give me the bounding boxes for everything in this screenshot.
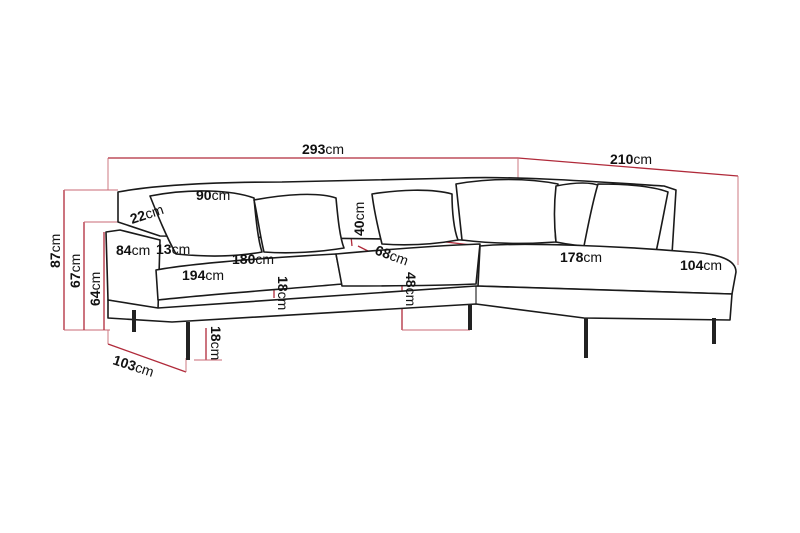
label-arm-depth: 84cm xyxy=(116,242,150,258)
label-total-width: 293cm xyxy=(302,141,344,157)
leg-1 xyxy=(132,310,136,332)
dim-line-210 xyxy=(517,157,739,177)
label-arm-width: 13cm xyxy=(156,241,190,257)
back-cushion-2 xyxy=(253,193,345,254)
label-seat-depth: 68cm xyxy=(373,242,411,269)
back-cushion-1 xyxy=(149,190,263,257)
label-back-cushion-height: 40cm xyxy=(351,202,367,236)
label-sofa-width: 194cm xyxy=(182,267,224,283)
chaise-cushion xyxy=(477,243,737,295)
dim-line-103 xyxy=(107,343,187,373)
label-seat-width: 180cm xyxy=(232,251,274,267)
leg-5 xyxy=(712,318,716,344)
dimension-labels: 293cm 210cm 87cm 67cm 64cm 103cm 22cm 90… xyxy=(47,141,722,380)
back-cushion-4 xyxy=(455,178,559,245)
back-cushion-3 xyxy=(371,189,459,246)
label-chaise-depth: 210cm xyxy=(610,151,652,167)
label-seat-depth-total: 103cm xyxy=(111,352,156,380)
sofa-drawing xyxy=(105,176,737,360)
label-total-height: 87cm xyxy=(47,234,63,268)
leg-3 xyxy=(468,304,472,330)
back-cushion-6 xyxy=(583,183,669,253)
label-back-cushion-width: 90cm xyxy=(196,187,230,203)
leg-4 xyxy=(584,318,588,358)
base-frame xyxy=(107,285,733,323)
label-seat-height: 48cm xyxy=(403,272,419,306)
label-back-cushion-angle: 22cm xyxy=(128,201,166,227)
label-chaise-length: 178cm xyxy=(560,249,602,265)
label-seat-thickness: 18cm xyxy=(275,276,291,310)
seat-cushion-2 xyxy=(335,243,481,287)
label-leg-height: 18cm xyxy=(208,326,224,360)
label-backrest-height: 67cm xyxy=(67,254,83,288)
leg-2 xyxy=(186,322,190,360)
label-arm-height: 64cm xyxy=(87,272,103,306)
label-chaise-width: 104cm xyxy=(680,257,722,273)
